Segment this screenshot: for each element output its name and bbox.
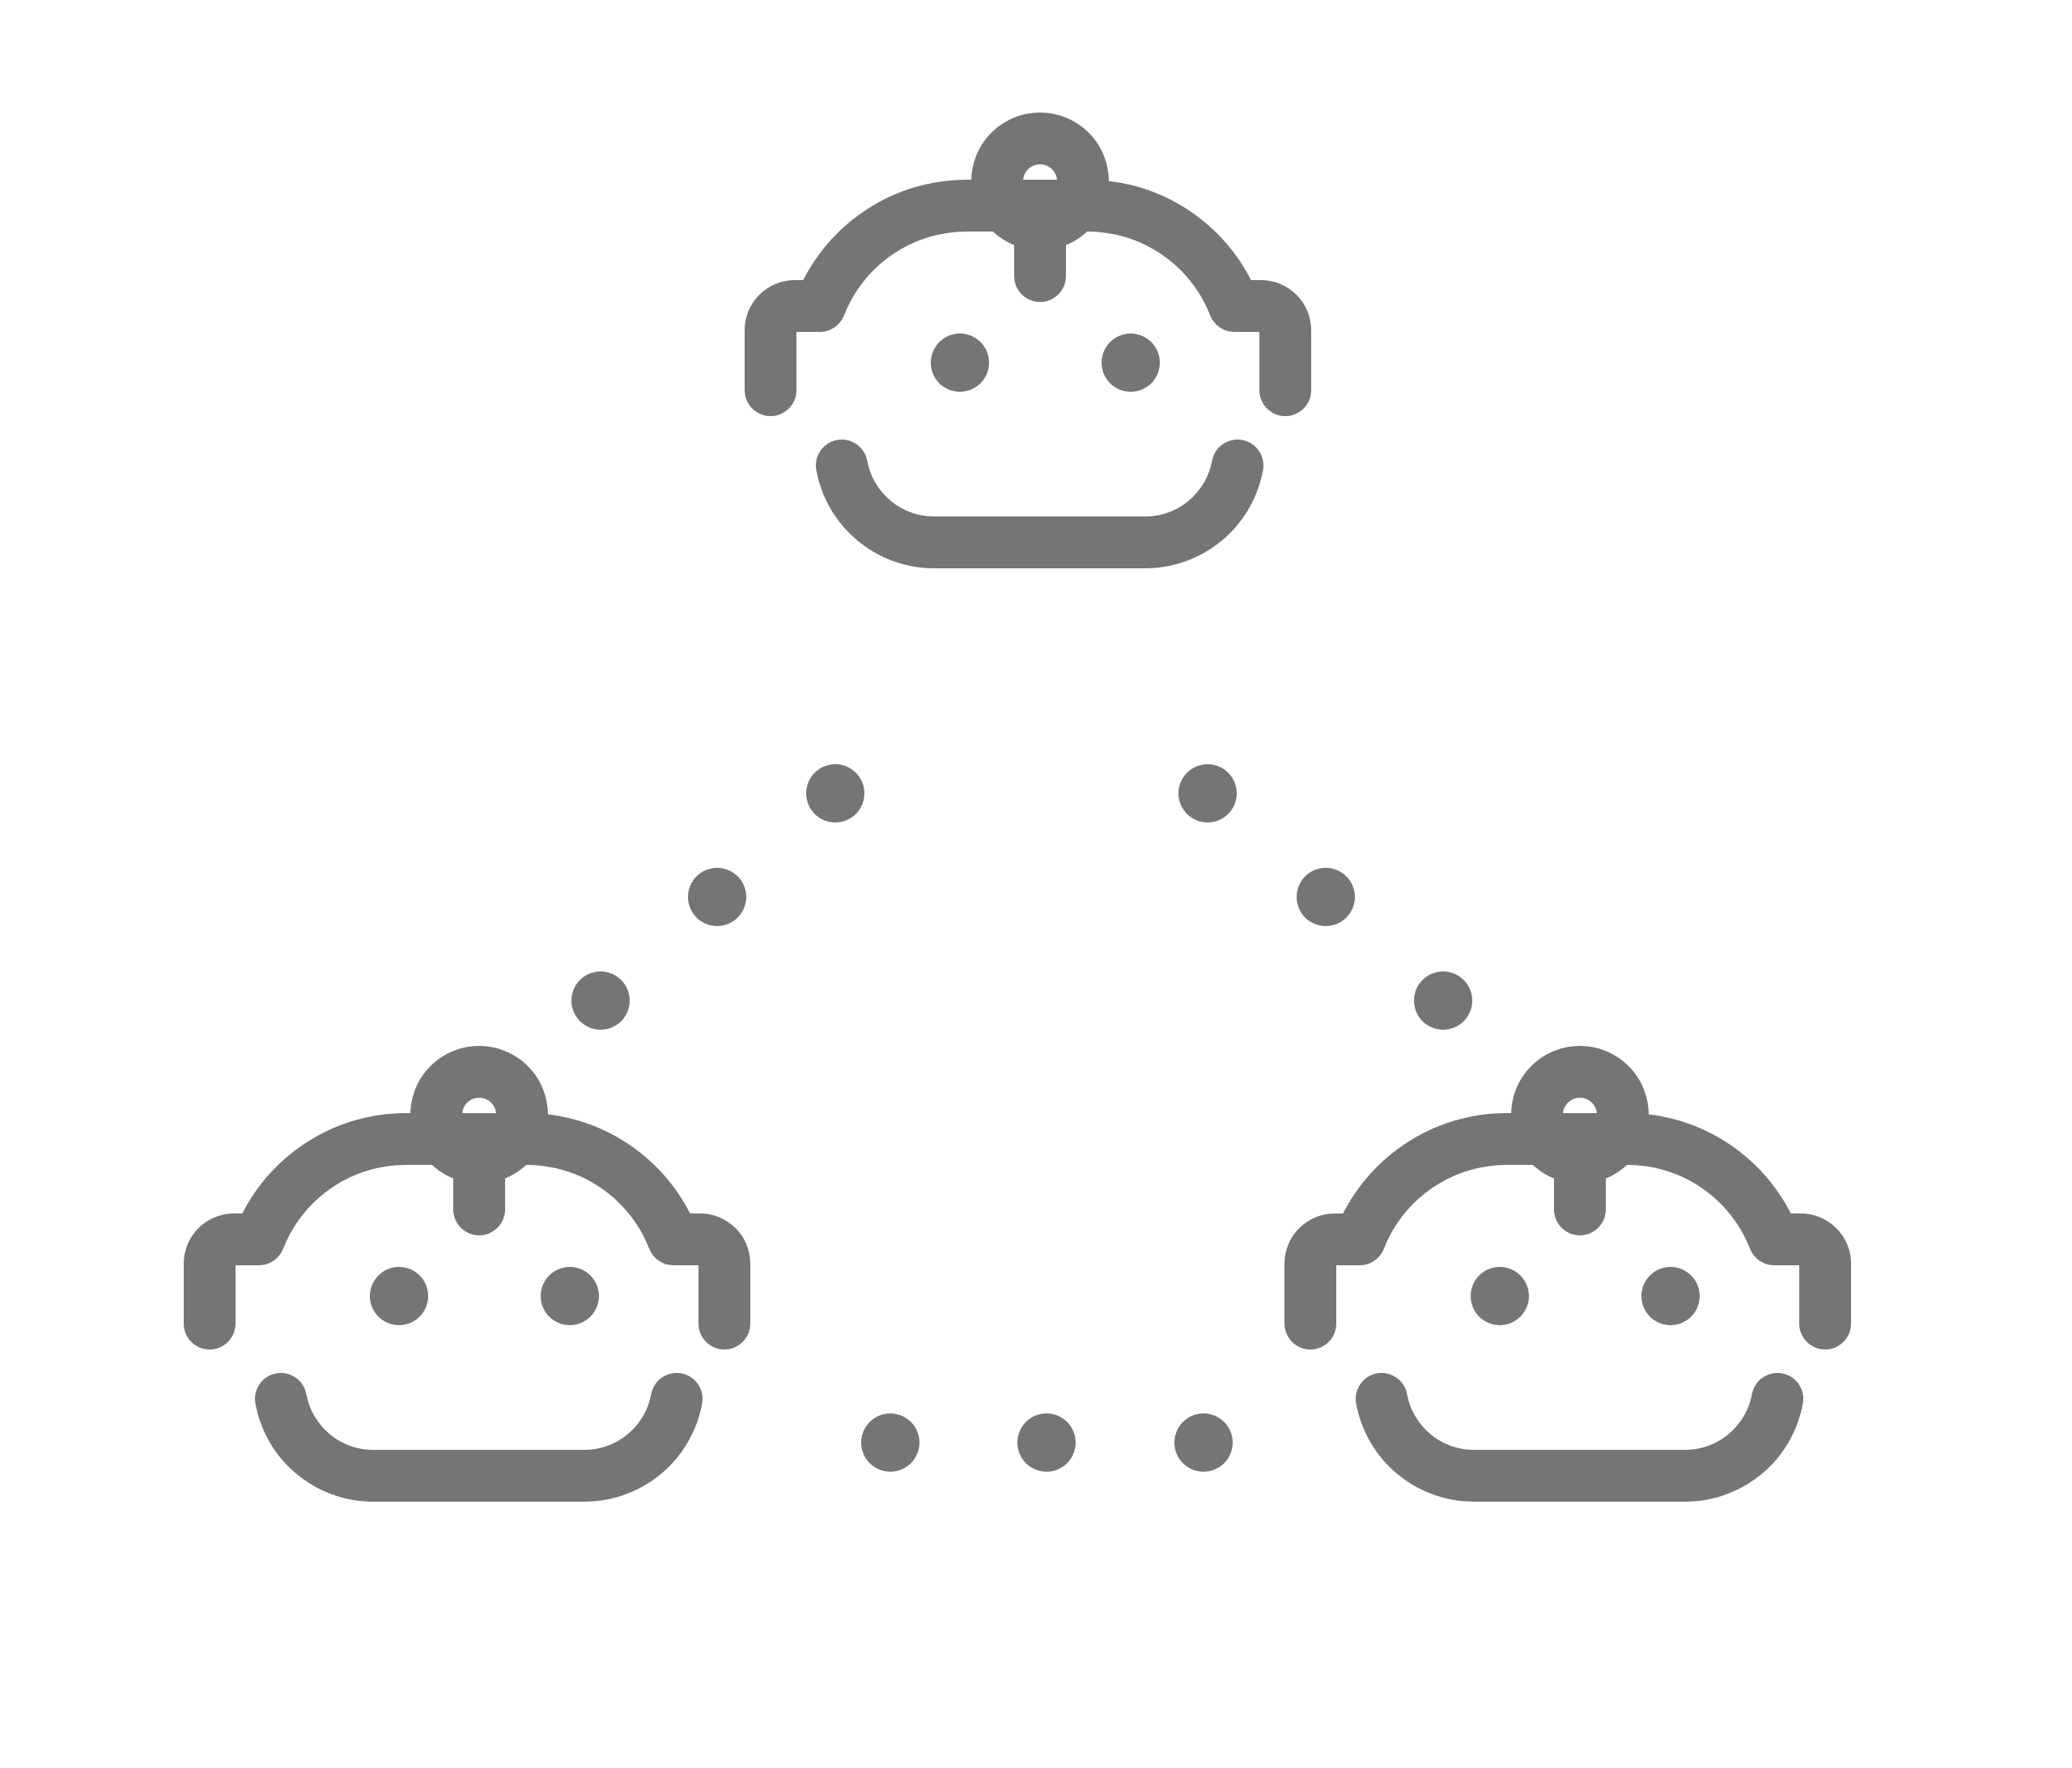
connection-top-to-bottom-right	[1178, 764, 1472, 1030]
connector-dot	[1174, 1413, 1233, 1472]
robot-top-icon	[771, 138, 1285, 542]
connector-dot	[1017, 1413, 1076, 1472]
connector-dot	[571, 971, 630, 1030]
connector-dot	[1414, 971, 1472, 1030]
robot-bottom-right-icon	[1310, 1072, 1825, 1476]
connector-dot	[806, 764, 864, 822]
connection-bottom-left-to-bottom-right	[861, 1413, 1233, 1472]
connector-dot	[688, 868, 746, 926]
connector-dot	[1297, 868, 1355, 926]
robot-bottom-left-icon	[210, 1072, 724, 1476]
connector-dot	[861, 1413, 919, 1472]
connection-top-to-bottom-left	[571, 764, 864, 1030]
connector-dot	[1178, 764, 1237, 822]
